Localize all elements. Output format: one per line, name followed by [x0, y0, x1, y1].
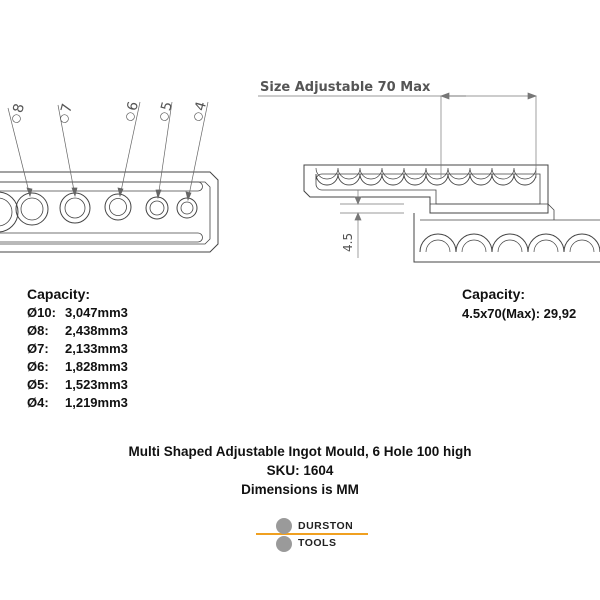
logo-dot-icon [276, 536, 292, 552]
size-dimension [258, 92, 537, 178]
svg-text:○: ○ [122, 110, 137, 123]
capacity-row: Ø6: 1,828mm3 [27, 358, 128, 376]
capacity-left: Capacity: Ø10: 3,047mm3 Ø8: 2,438mm3 Ø7: 2,… [27, 285, 128, 412]
hole-label-8: 8 [10, 102, 28, 115]
capacity-right: Capacity: 4.5x70(Max): 29,92 [462, 285, 600, 323]
logo-rule [256, 533, 368, 535]
logo-text-line1: DURSTON [298, 520, 354, 532]
leader-lines [7, 101, 209, 202]
left-mould-view [0, 171, 219, 253]
capacity-size: Ø8: [27, 323, 49, 338]
capacity-row: Ø7: 2,133mm3 [27, 340, 128, 358]
hole-7 [59, 192, 91, 224]
logo-text-line2: TOOLS [298, 537, 337, 549]
svg-text:○: ○ [190, 110, 205, 123]
capacity-value: 1,523mm3 [65, 377, 128, 392]
units-note: Dimensions is MM [241, 482, 359, 497]
hole-5 [145, 196, 169, 220]
hole-size-labels: ○ 8 ○ 7 ○ 6 ○ 5 ○ 4 [8, 100, 210, 125]
hole-label-5: 5 [158, 100, 176, 113]
capacity-left-title: Capacity: [27, 286, 91, 302]
capacity-row: Ø5: 1,523mm3 [27, 376, 128, 394]
hole-8 [15, 192, 49, 226]
capacity-value: 2,133mm3 [65, 341, 128, 356]
size-adjustable-label: Size Adjustable 70 Max [260, 80, 431, 95]
hole-6 [104, 193, 132, 221]
capacity-value: 2,438mm3 [65, 323, 128, 338]
hole-4 [176, 197, 198, 219]
mould-holes [0, 191, 198, 233]
capacity-right-title: Capacity: [462, 286, 526, 302]
durston-tools-logo: DURSTON TOOLS [256, 516, 386, 554]
right-mould-view [303, 164, 600, 263]
capacity-value: 1,219mm3 [65, 395, 128, 410]
height-label: 4.5 [341, 233, 355, 252]
product-caption: Multi Shaped Adjustable Ingot Mould, 6 H… [0, 442, 600, 499]
product-title: Multi Shaped Adjustable Ingot Mould, 6 H… [128, 444, 472, 459]
capacity-value: 1,828mm3 [65, 359, 128, 374]
svg-text:○: ○ [8, 112, 23, 125]
product-sku: SKU: 1604 [266, 463, 334, 478]
height-dimension [340, 190, 404, 258]
capacity-size: Ø7: [27, 341, 49, 356]
capacity-size: Ø5: [27, 377, 49, 392]
hole-10 [0, 191, 19, 233]
hole-label-6: 6 [124, 100, 142, 113]
svg-text:○: ○ [156, 110, 171, 123]
capacity-size: Ø4: [27, 395, 49, 410]
capacity-row: Ø10: 3,047mm3 [27, 304, 128, 322]
capacity-row: Ø8: 2,438mm3 [27, 322, 128, 340]
capacity-size: Ø10: [27, 305, 56, 320]
svg-text:○: ○ [56, 112, 71, 125]
hole-label-7: 7 [58, 102, 76, 115]
logo-dot-icon [276, 518, 292, 534]
capacity-size: Ø6: [27, 359, 49, 374]
capacity-value: 3,047mm3 [65, 305, 128, 320]
hole-label-4: 4 [192, 100, 210, 113]
capacity-row: Ø4: 1,219mm3 [27, 394, 128, 412]
capacity-right-value: 4.5x70(Max): 29,92 [462, 306, 577, 321]
